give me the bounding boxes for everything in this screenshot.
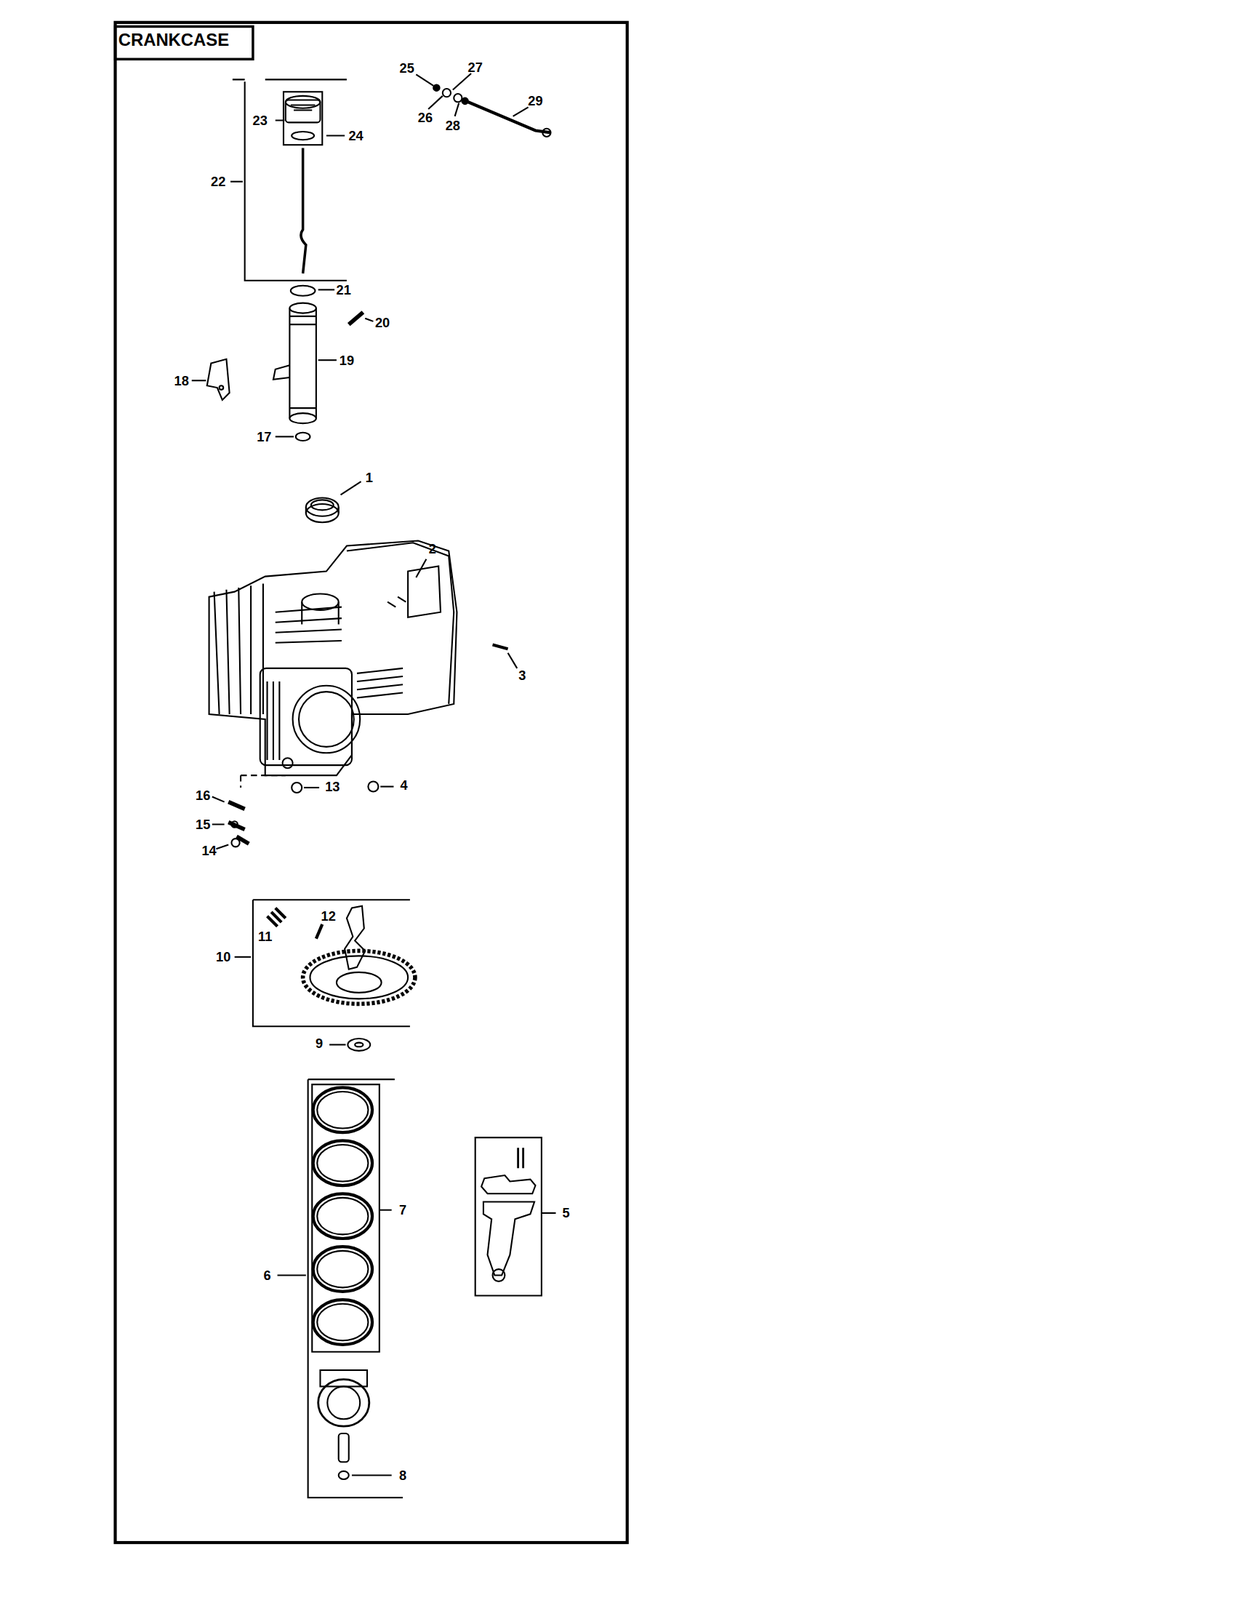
callout-number: 12: [321, 909, 336, 923]
callout-number: 21: [336, 282, 352, 296]
callout-number: 24: [348, 128, 363, 142]
title: CRANKCASE: [118, 31, 230, 49]
crankcase-block: [209, 540, 458, 775]
callout-number: 22: [210, 175, 226, 189]
callout-number: 6: [263, 1267, 271, 1281]
callout-number: 13: [324, 779, 340, 793]
callout-number: 18: [174, 373, 190, 387]
callout-number: 14: [201, 844, 216, 858]
callout-number: 17: [256, 429, 272, 443]
callout-number: 16: [195, 788, 211, 802]
callout-number: 29: [527, 94, 543, 108]
callout-number: 15: [195, 817, 211, 831]
callout-number: 7: [399, 1203, 407, 1217]
frame: [115, 22, 628, 1542]
callout-number: 4: [399, 778, 408, 792]
callout-number: 2: [428, 542, 437, 556]
callout-number: 10: [215, 950, 231, 964]
callout-number: 20: [375, 315, 390, 329]
callout-number: 1: [365, 470, 373, 484]
callout-number: 5: [561, 1206, 570, 1220]
callout-number: 26: [418, 110, 433, 124]
callout-number: 9: [315, 1036, 323, 1050]
title-box: [115, 26, 253, 59]
callout-number: 28: [445, 118, 461, 132]
callout-number: 11: [258, 929, 272, 943]
callout-number: 25: [399, 61, 415, 75]
callout-number: 23: [252, 113, 268, 127]
callout-number: 27: [468, 60, 483, 74]
callout-number: 19: [339, 353, 355, 367]
callout-number: 3: [518, 668, 526, 682]
callout-number: 8: [399, 1467, 407, 1481]
